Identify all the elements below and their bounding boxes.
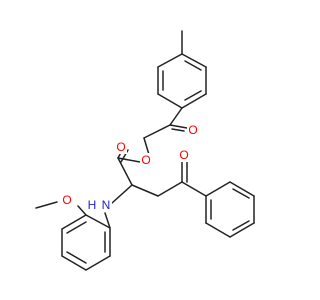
bond [143,124,171,139]
structure-diagram: O O O O N H O [35,30,255,271]
bond [205,222,231,238]
bond [157,181,183,197]
bond [181,93,207,109]
bond [169,124,188,129]
bond [171,128,185,132]
ketone-oxygen-top: O [188,123,197,137]
bond [77,205,87,216]
bond [169,107,183,126]
bond [35,201,58,209]
bond [184,60,202,71]
ester-linking-oxygen: O [141,153,150,167]
bond [131,184,159,197]
phenyl-ring [205,181,255,238]
bond [104,212,111,229]
toluene-ring [157,30,207,109]
bond [229,222,255,238]
ester-chain [117,107,188,186]
ester-carbonyl-oxygen: O [116,140,125,154]
molecule-canvas: O O O O N H O [35,30,255,271]
bond [61,255,87,271]
bond [181,181,207,197]
methoxy-oxygen: O [62,193,71,207]
bond [229,181,255,197]
atom-labels: O O O O N H O [61,123,199,212]
bond [181,53,207,68]
bond [85,214,111,229]
anisole-ring [35,184,133,271]
bond [61,214,87,230]
bond [85,255,111,271]
amine-hydrogen: H [88,198,97,212]
ketone-oxygen-bottom: O [179,148,188,162]
bond [66,251,87,264]
bond [66,221,87,234]
bond [117,157,133,186]
keto-chain [131,159,207,197]
bond [205,181,231,197]
bond [157,53,183,68]
bond [232,188,250,199]
amine-nitrogen: N [102,198,111,212]
bond [157,93,183,109]
bond [117,157,141,163]
bond [232,220,250,231]
bond [184,90,202,101]
bond [111,184,133,204]
